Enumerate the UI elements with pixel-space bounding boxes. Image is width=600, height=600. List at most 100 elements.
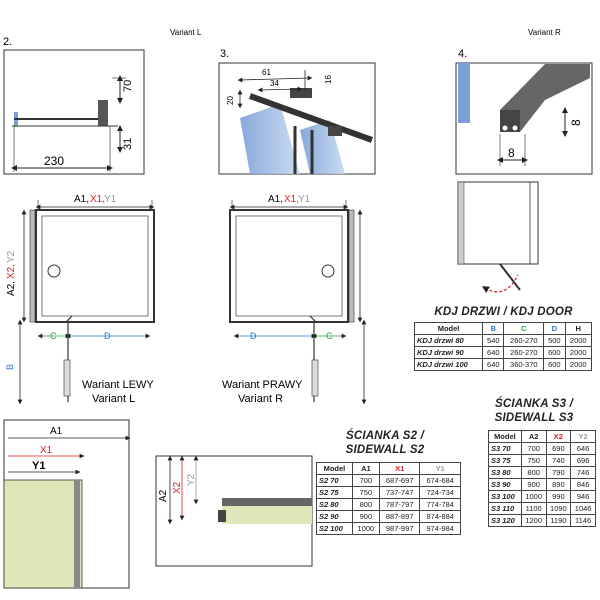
table-cell: 360-370	[503, 358, 545, 371]
plan-left	[17, 200, 155, 405]
variant-right-en: Variant R	[238, 393, 283, 405]
kdj-header-h: H	[564, 322, 593, 335]
table-row: KDJ drzwi 100 640 360-370 600 2000	[413, 358, 593, 371]
s3-header-x2: X2	[545, 430, 572, 443]
table-cell: 887-897	[378, 510, 421, 523]
table-cell: 774-784	[419, 498, 461, 511]
detail-bottom-x2: X2	[172, 481, 183, 494]
plan-left-x1: X1,	[90, 194, 105, 205]
table-cell: 987-997	[378, 522, 421, 535]
table-cell: S3 75	[488, 454, 522, 467]
table-cell: 990	[545, 490, 572, 503]
table-cell: 1000	[520, 490, 547, 503]
table-cell: 1200	[520, 514, 547, 527]
step-4-label: 4.	[458, 48, 467, 60]
plan-right-d: D	[250, 331, 257, 341]
table-cell: 600	[543, 358, 566, 371]
table-cell: 674-684	[419, 474, 461, 487]
kdj-table: Model B C D H KDJ drzwi 80 540 260-270 5…	[413, 322, 593, 371]
table-cell: 800	[351, 498, 380, 511]
table-cell: S3 120	[488, 514, 522, 527]
table-cell: 1146	[570, 514, 596, 527]
table-cell: 800	[520, 466, 547, 479]
table-cell: S3 80	[488, 466, 522, 479]
dim-230: 230	[44, 154, 64, 168]
detail-3: 3.	[218, 48, 376, 175]
table-cell: 724-734	[419, 486, 461, 499]
plan-left-b: B	[5, 364, 15, 370]
step-2-label: 2.	[3, 36, 12, 48]
plan-left-c: C	[50, 331, 57, 341]
kdj-caption: KDJ DRZWI / KDJ DOOR	[434, 306, 573, 318]
table-cell: 750	[520, 454, 547, 467]
table-cell: S2 90	[316, 510, 353, 523]
plan-right-c: C	[326, 331, 333, 341]
table-cell: S3 70	[488, 442, 522, 455]
kdj-header-model: Model	[413, 322, 484, 335]
detail-bottom-a2: A2	[158, 489, 169, 502]
table-cell: 600	[543, 346, 566, 359]
s2-header-model: Model	[316, 462, 353, 475]
detail-bottom-y2: Y2	[186, 473, 197, 486]
plan-left-y2: Y2	[6, 250, 17, 263]
table-cell: 260-270	[503, 346, 545, 359]
header-fragment-right: Variant R	[528, 28, 561, 37]
dim-16: 16	[324, 75, 333, 84]
kdj-header-c: C	[503, 322, 545, 335]
s2-header-x1: X1	[378, 462, 421, 475]
table-cell: 1190	[545, 514, 572, 527]
table-cell: KDJ drzwi 100	[413, 358, 484, 371]
dim-20: 20	[226, 96, 235, 105]
plan-right	[229, 200, 367, 405]
header-fragment-left: Variant L	[170, 28, 202, 37]
detail-bottom-y1: Y1	[32, 460, 45, 472]
detail-bottom-x1: X1	[40, 445, 53, 456]
table-cell: 700	[520, 442, 547, 455]
plan-right-y1: Y1	[298, 194, 311, 205]
table-cell: S3 90	[488, 478, 522, 491]
table-cell: KDJ drzwi 80	[413, 334, 484, 347]
detail-bottom-a1: A1	[50, 426, 63, 437]
table-cell: S3 100	[488, 490, 522, 503]
table-cell: 750	[351, 486, 380, 499]
detail-2: 2.	[3, 36, 145, 175]
table-cell: 737-747	[378, 486, 421, 499]
plan-right-x1: X1,	[284, 194, 299, 205]
plan-right-a1: A1,	[268, 194, 283, 205]
table-cell: 2000	[564, 346, 593, 359]
s2-header-row: Model A1 X1 Y1	[316, 462, 461, 475]
table-cell: 540	[482, 334, 505, 347]
table-cell: 900	[520, 478, 547, 491]
table-cell: 640	[482, 358, 505, 371]
kdj-header-b: B	[482, 322, 505, 335]
dim-34: 34	[270, 79, 279, 88]
s3-header-row: Model A2 X2 Y2	[488, 430, 596, 443]
table-cell: 700	[351, 474, 380, 487]
s3-header-model: Model	[488, 430, 522, 443]
table-cell: 740	[545, 454, 572, 467]
detail-4: 4.	[455, 48, 593, 175]
table-cell: 1100	[520, 502, 547, 515]
s3-header-y2: Y2	[570, 430, 596, 443]
table-cell: S2 75	[316, 486, 353, 499]
table-cell: S2 100	[316, 522, 353, 535]
table-cell: KDJ drzwi 90	[413, 346, 484, 359]
dim-8-horizontal: 8	[508, 146, 515, 160]
detail-sidewall-s3	[155, 455, 313, 567]
table-cell: 890	[545, 478, 572, 491]
table-cell: 787-797	[378, 498, 421, 511]
s2-header-y1: Y1	[419, 462, 461, 475]
table-cell: 696	[570, 454, 596, 467]
table-cell: 260-270	[503, 334, 545, 347]
s2-header-a1: A1	[351, 462, 380, 475]
variant-left-pl: Wariant LEWY	[82, 379, 154, 391]
